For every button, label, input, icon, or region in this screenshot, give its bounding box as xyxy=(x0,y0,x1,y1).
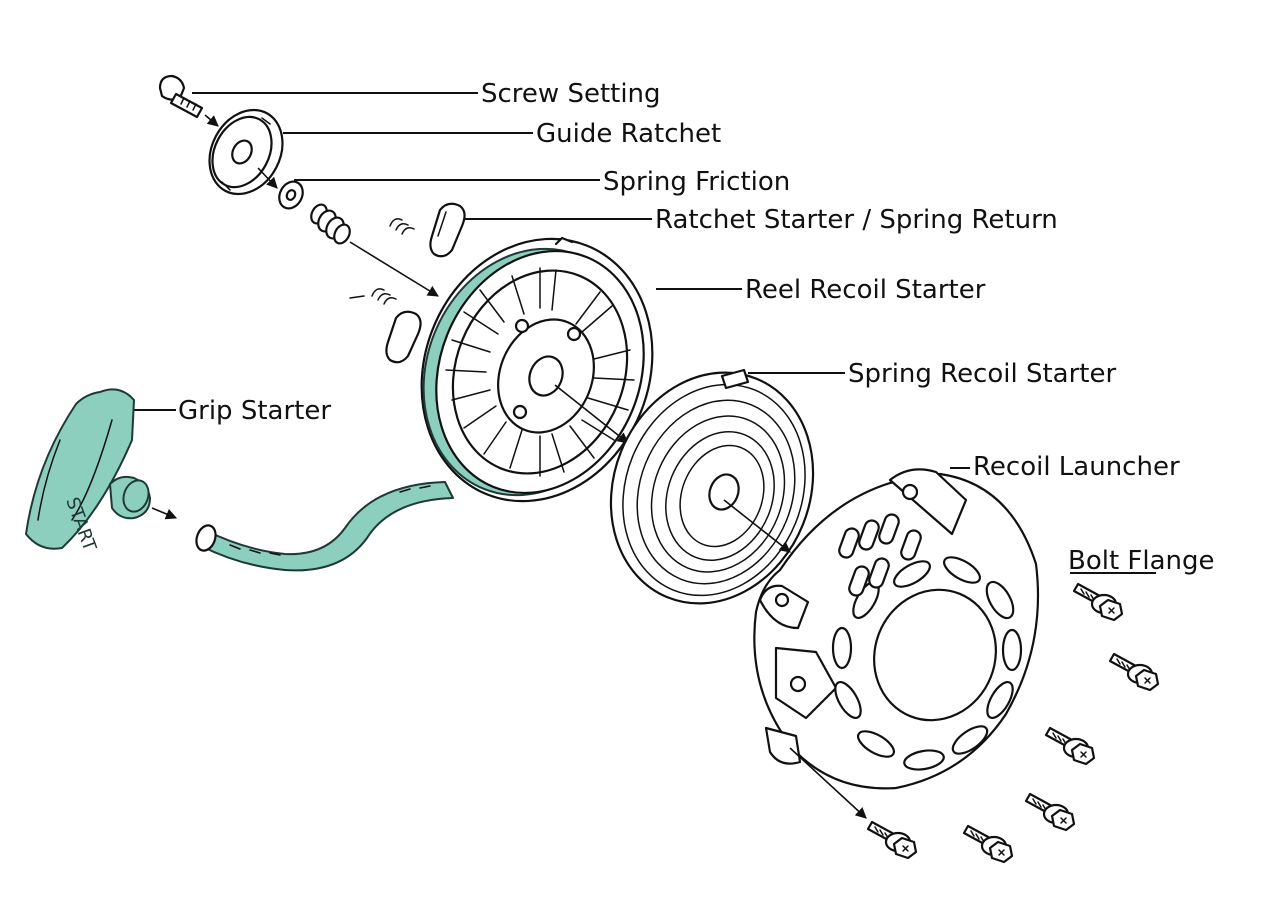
starter-rope-part xyxy=(195,481,454,572)
spring-friction-part xyxy=(278,180,304,210)
label-bolt-flange: Bolt Flange xyxy=(1068,546,1215,576)
label-screw-setting: Screw Setting xyxy=(481,79,661,109)
guide-ratchet-part xyxy=(208,108,284,196)
label-guide-ratchet: Guide Ratchet xyxy=(536,119,721,149)
label-spring-recoil-starter: Spring Recoil Starter xyxy=(848,359,1116,389)
spring-part xyxy=(310,203,439,297)
reel-recoil-starter-part xyxy=(420,236,654,503)
label-ratchet-starter: Ratchet Starter / Spring Return xyxy=(655,205,1058,235)
label-spring-friction: Spring Friction xyxy=(603,167,790,197)
label-reel-recoil-starter: Reel Recoil Starter xyxy=(745,275,986,305)
screw-setting-part xyxy=(158,74,219,127)
recoil-launcher-part xyxy=(753,468,1040,819)
part-labels: Screw Setting Guide Ratchet Spring Frict… xyxy=(178,79,1215,576)
leader-lines xyxy=(130,92,1156,574)
label-grip-starter: Grip Starter xyxy=(178,396,331,426)
label-recoil-launcher: Recoil Launcher xyxy=(973,452,1180,482)
spring-recoil-starter-part xyxy=(609,368,815,605)
ratchet-starter-part xyxy=(349,202,466,364)
grip-starter-part: START xyxy=(25,388,178,555)
